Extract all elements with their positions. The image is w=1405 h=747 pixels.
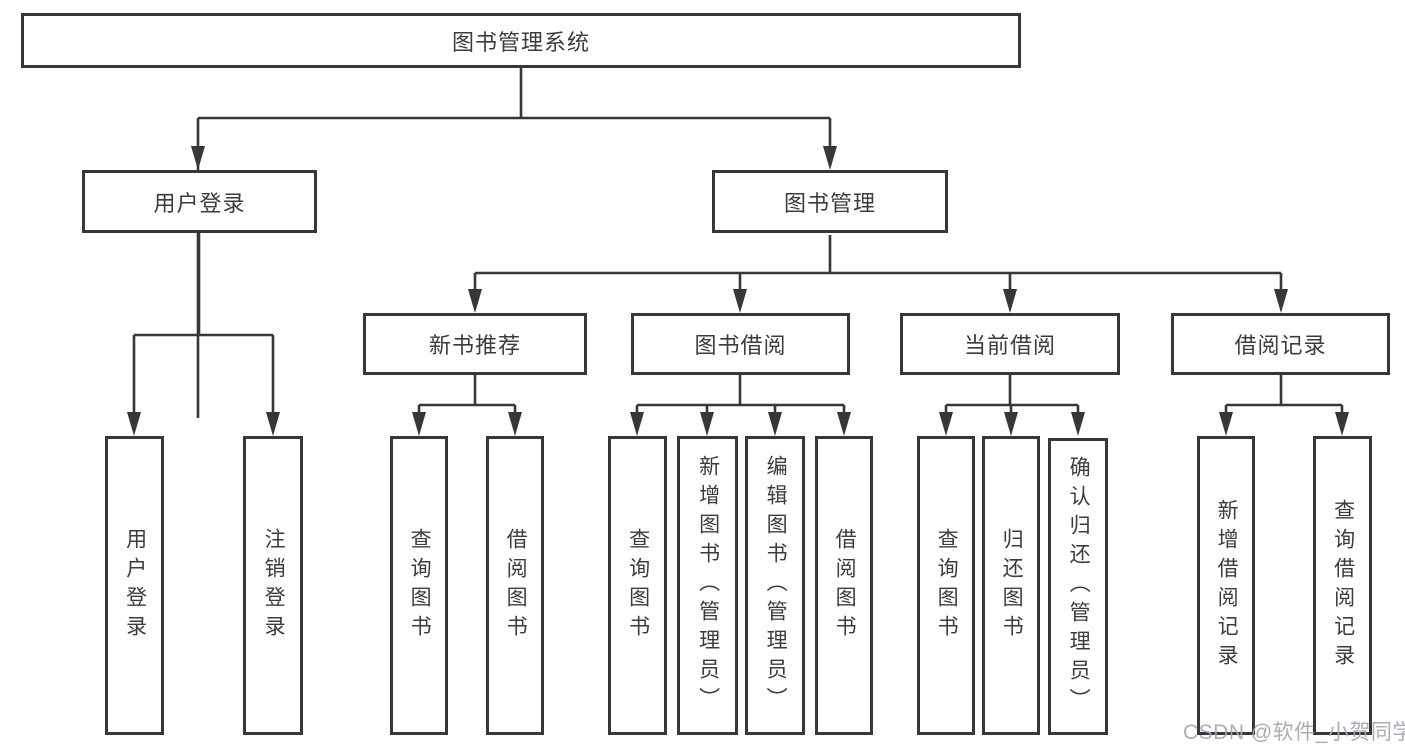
node-borrow-records: 借阅记录 bbox=[1171, 313, 1390, 375]
leaf-query-borrow-record: 查询借阅记录 bbox=[1313, 436, 1372, 735]
leaf-query-books-borrow-label: 查询图书 bbox=[626, 527, 650, 644]
leaf-query-books-recommend: 查询图书 bbox=[390, 436, 448, 735]
leaf-add-borrow-record: 新增借阅记录 bbox=[1197, 436, 1255, 735]
leaf-add-books-admin-label: 新增图书（管理员） bbox=[696, 455, 720, 716]
leaf-borrow-books-label: 借阅图书 bbox=[833, 527, 857, 644]
leaf-query-books-recommend-label: 查询图书 bbox=[408, 527, 432, 644]
node-book-borrow: 图书借阅 bbox=[631, 313, 850, 375]
node-new-book-recommend: 新书推荐 bbox=[363, 313, 587, 375]
leaf-logout-label: 注销登录 bbox=[262, 527, 286, 644]
leaf-query-borrow-record-label: 查询借阅记录 bbox=[1331, 498, 1355, 673]
leaf-confirm-return-admin: 确认归还（管理员） bbox=[1048, 438, 1108, 735]
leaf-query-books-current-label: 查询图书 bbox=[935, 527, 959, 644]
leaf-add-borrow-record-label: 新增借阅记录 bbox=[1215, 498, 1239, 673]
leaf-borrow-books: 借阅图书 bbox=[815, 436, 873, 735]
leaf-query-books-current: 查询图书 bbox=[917, 436, 975, 735]
leaf-query-books-borrow: 查询图书 bbox=[608, 436, 667, 735]
leaf-borrow-books-recommend-label: 借阅图书 bbox=[504, 527, 528, 644]
node-root-library-management-system: 图书管理系统 bbox=[21, 13, 1021, 68]
node-current-borrow: 当前借阅 bbox=[900, 313, 1120, 375]
leaf-return-books: 归还图书 bbox=[982, 436, 1040, 735]
leaf-borrow-books-recommend: 借阅图书 bbox=[486, 436, 544, 735]
leaf-edit-books-admin-label: 编辑图书（管理员） bbox=[764, 455, 788, 716]
leaf-add-books-admin: 新增图书（管理员） bbox=[677, 436, 738, 735]
leaf-edit-books-admin: 编辑图书（管理员） bbox=[745, 436, 805, 735]
leaf-return-books-label: 归还图书 bbox=[1000, 527, 1024, 644]
node-book-management: 图书管理 bbox=[712, 170, 948, 233]
leaf-user-login: 用户登录 bbox=[105, 436, 164, 735]
leaf-logout: 注销登录 bbox=[243, 436, 303, 735]
node-user-login: 用户登录 bbox=[82, 170, 317, 233]
leaf-confirm-return-admin-label: 确认归还（管理员） bbox=[1067, 456, 1091, 717]
watermark-text: CSDN @软件_小贺同学 bbox=[1183, 721, 1405, 744]
leaf-user-login-label: 用户登录 bbox=[123, 527, 147, 644]
